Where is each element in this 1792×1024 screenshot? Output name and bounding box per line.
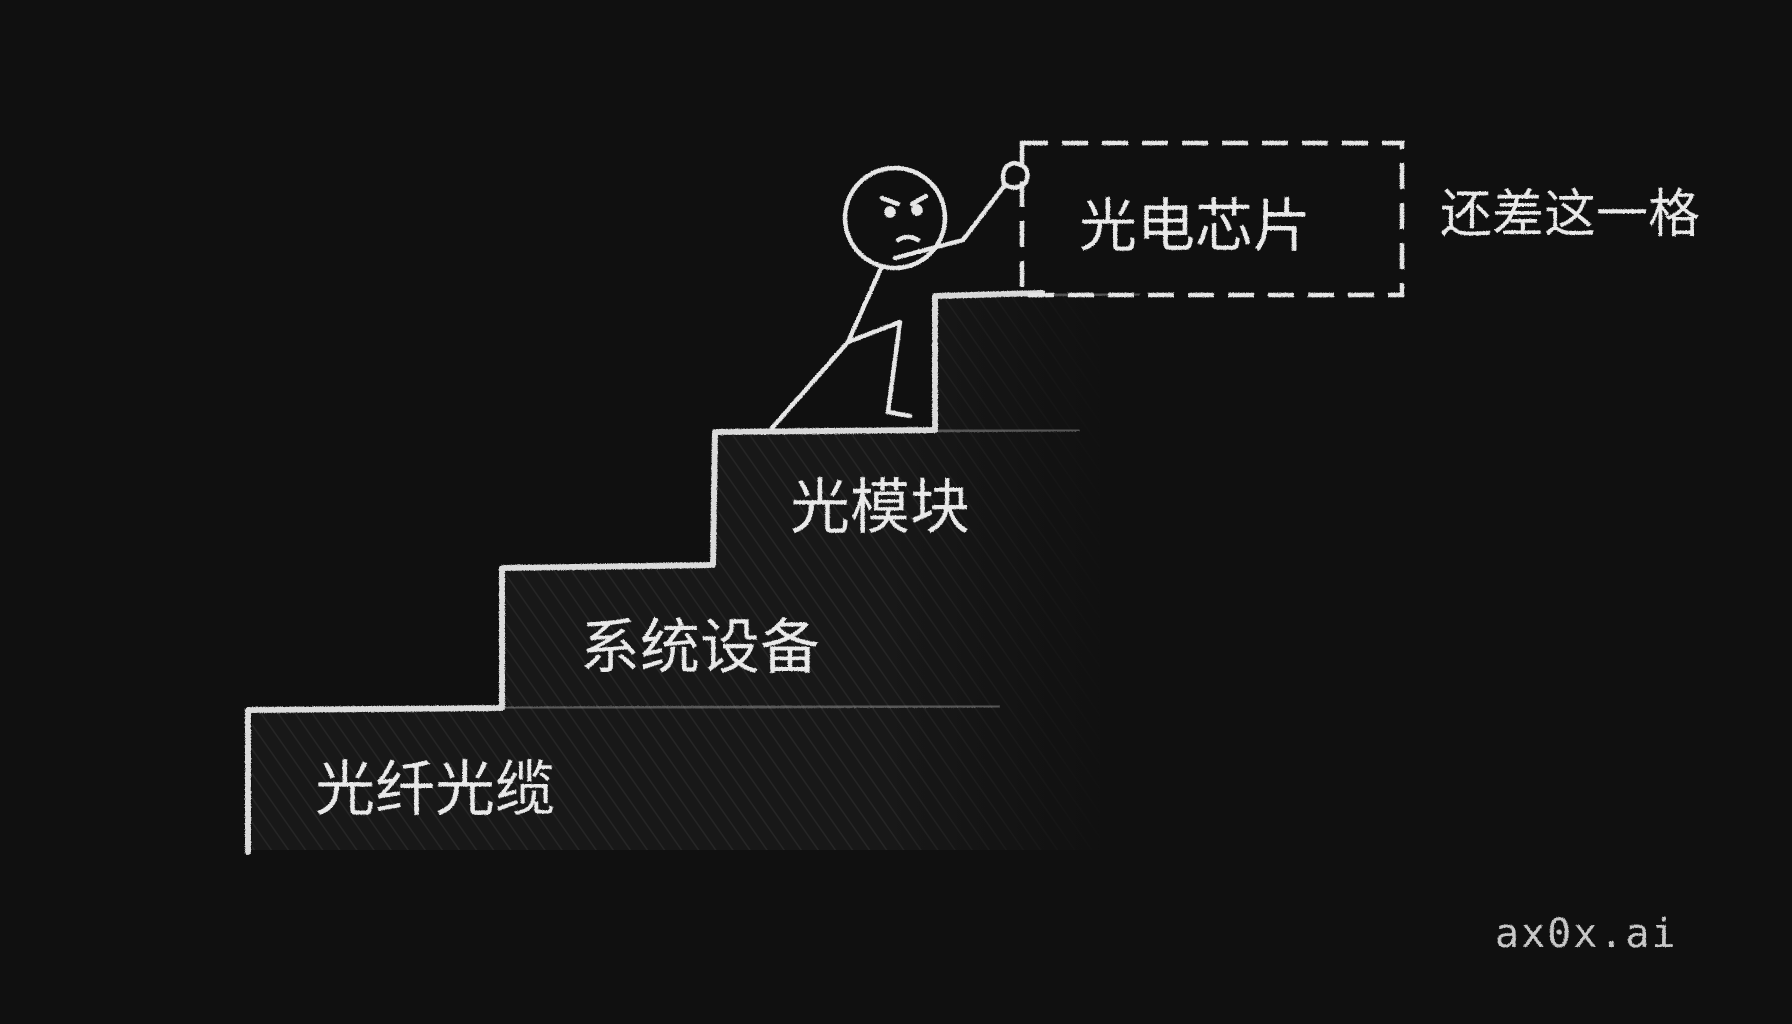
stick-figure-eye-right [911,204,923,216]
step-label-2: 系统设备 [580,613,820,683]
staircase-outline [245,290,1045,855]
step-label-3: 光模块 [790,473,970,543]
target-dashed-box [1019,140,1405,298]
stick-figure-hand [1000,160,1030,190]
target-block: 光电芯片 [1019,140,1405,298]
staircase [245,280,1141,860]
stick-figure-icon [769,160,1030,431]
stick-figure-brow-left [879,195,901,207]
stick-figure-head [842,165,948,271]
step-label-1: 光纤光缆 [315,755,555,825]
staircase-fade [880,280,1120,860]
step-top-extension-2 [714,428,1081,434]
watermark: ax0x.ai [1495,911,1678,957]
stick-figure-arm [892,182,1008,261]
stick-figure-brow-right [909,193,929,207]
stick-figure-torso [845,263,885,345]
stick-figure-back-leg [769,339,851,431]
target-label: 光电芯片 [1079,192,1311,260]
stick-figure-eye-left [884,206,896,218]
target-note: 还差这一格 [1440,185,1700,245]
stick-figure-mouth [895,234,921,243]
stick-figure-front-leg [845,319,913,419]
step-top-extension-1 [501,704,1001,710]
